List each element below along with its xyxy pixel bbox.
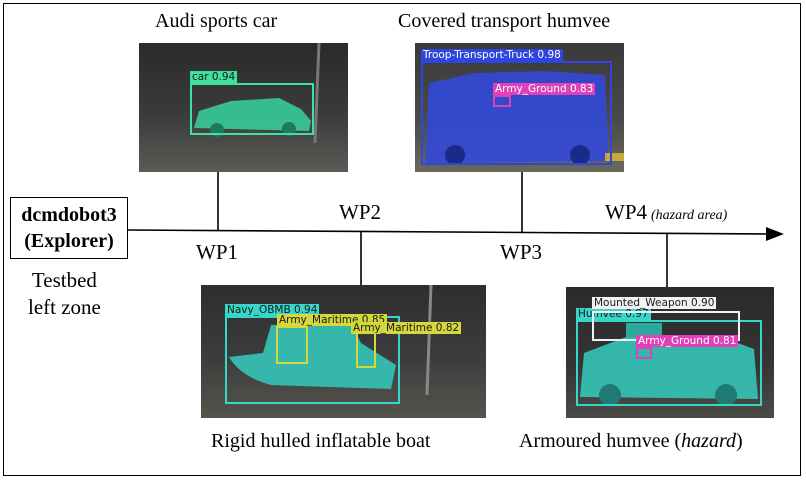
- humvee-army-ground-det-label: Army_Ground 0.81: [636, 335, 739, 347]
- start-caption-line2: left zone: [28, 295, 101, 319]
- humvee-caption: Armoured humvee (hazard): [519, 430, 743, 453]
- start-caption-line1: Testbed: [31, 268, 97, 292]
- navy-obmb-det-label: Navy_OBMB 0.94: [225, 304, 320, 316]
- humvee-caption-hazard: hazard: [681, 430, 736, 452]
- robot-node: dcmdobot3 (Explorer): [10, 197, 128, 259]
- army-ground-bbox: [493, 95, 511, 107]
- wp4-label: WP4 (hazard area): [605, 200, 727, 225]
- mounted-weapon-det-label: Mounted_Weapon 0.90: [592, 297, 717, 309]
- truck-det-label: Troop-Transport-Truck 0.98: [421, 49, 563, 61]
- humvee-caption-prefix: Armoured humvee (: [519, 430, 682, 452]
- wp4-hazard-note: (hazard area): [651, 208, 728, 223]
- robot-name: dcmdobot3: [21, 204, 117, 226]
- humvee-bbox: [576, 320, 762, 406]
- humvee-detection-image: Humvee 0.97 Mounted_Weapon 0.90 Army_Gro…: [566, 287, 774, 418]
- boat-caption: Rigid hulled inflatable boat: [211, 430, 431, 452]
- car-detection-image: car 0.94: [139, 43, 348, 172]
- truck-bbox: [421, 61, 612, 165]
- humvee-shape: [580, 323, 758, 406]
- boat-detection-image: Navy_OBMB 0.94 Army_Maritime 0.85 Army_M…: [201, 285, 486, 418]
- wp2-label: WP2: [339, 200, 381, 224]
- army-maritime-2-det-label: Army_Maritime 0.82: [351, 322, 462, 334]
- route-line: [127, 229, 771, 235]
- start-caption: Testbed left zone: [28, 267, 101, 321]
- robot-role: (Explorer): [24, 230, 114, 252]
- truck-detection-image: Troop-Transport-Truck 0.98 Army_Ground 0…: [415, 43, 624, 172]
- wp1-label: WP1: [196, 240, 238, 264]
- army-ground-det-label: Army_Ground 0.83: [493, 83, 596, 95]
- figure-frame: [3, 3, 801, 476]
- car-bbox: [190, 83, 314, 135]
- wp3-label: WP3: [500, 240, 542, 264]
- humvee-army-ground-bbox: [636, 347, 652, 359]
- wp4-label-text: WP4: [605, 200, 647, 224]
- route-arrowhead: [766, 227, 784, 241]
- truck-caption: Covered transport humvee: [398, 10, 611, 32]
- boat-shape: [229, 285, 433, 396]
- car-det-label: car 0.94: [190, 71, 238, 83]
- car-caption: Audi sports car: [155, 10, 278, 32]
- humvee-caption-suffix: ): [736, 430, 743, 452]
